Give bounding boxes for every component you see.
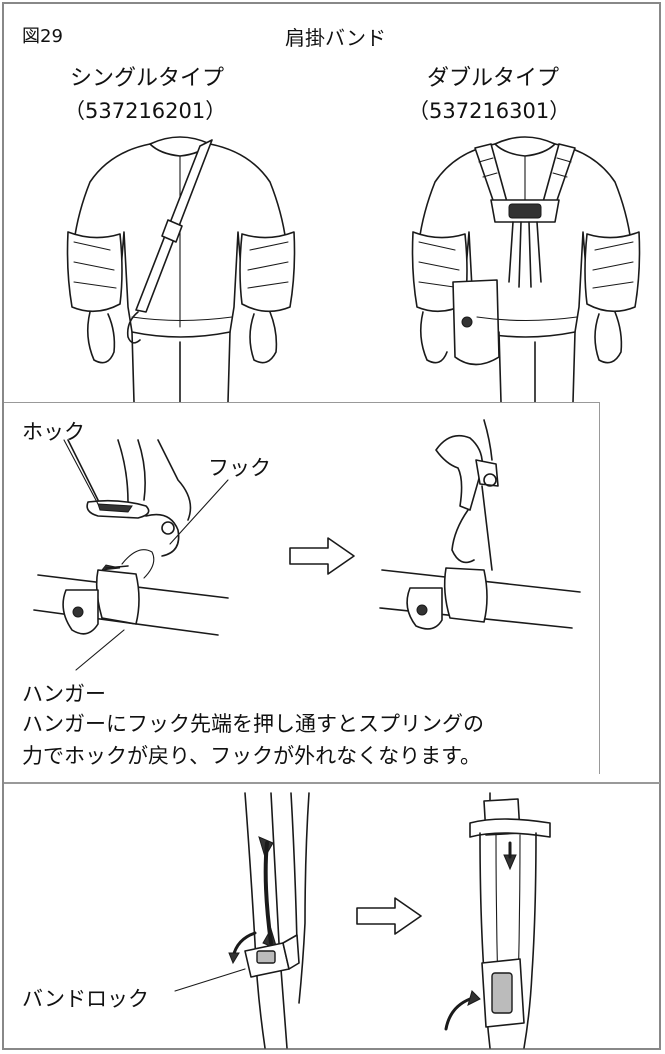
outline-arrow-middle — [289, 537, 355, 575]
hook-description-line2: 力でホックが戻り、フックが外れなくなります。 — [22, 744, 482, 768]
outline-arrow-bottom — [356, 897, 422, 935]
band-lock-label: バンドロック — [22, 987, 150, 1011]
hock-label: ホック — [22, 420, 85, 444]
figure-title: 肩掛バンド — [285, 26, 386, 50]
hook-after-illustration — [379, 419, 581, 630]
figure-number: 図29 — [22, 26, 63, 47]
band-lock-before-illustration — [174, 792, 310, 1049]
double-strap-illustration — [411, 136, 641, 403]
hanger-label: ハンガー — [22, 682, 106, 706]
double-type-part-number: （537216301） — [408, 99, 571, 123]
single-type-label: シングルタイプ — [70, 66, 225, 91]
hook-label: フック — [208, 456, 271, 480]
single-type-part-number: （537216201） — [64, 99, 227, 123]
middle-section-right-border — [599, 402, 600, 774]
single-strap-illustration — [66, 136, 296, 403]
hook-description-line1: ハンガーにフック先端を押し通すとスプリングの — [22, 712, 484, 736]
bottom-section-top-border — [4, 782, 660, 784]
hook-before-illustration — [33, 439, 229, 671]
band-lock-after-illustration — [444, 792, 551, 1049]
double-type-label: ダブルタイプ — [427, 66, 560, 91]
middle-section-top-border — [4, 402, 600, 403]
